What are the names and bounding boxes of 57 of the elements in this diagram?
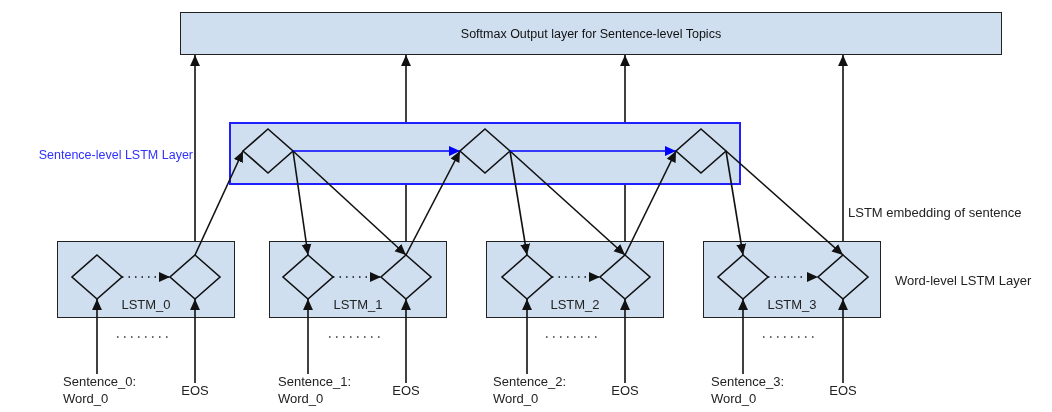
arrow <box>405 150 461 256</box>
arrow <box>190 54 200 242</box>
arrow <box>292 150 312 256</box>
arrow <box>725 150 844 256</box>
arrow <box>838 298 848 384</box>
arrow <box>522 298 532 375</box>
arrow <box>303 298 313 375</box>
lstm-cell-diamond <box>460 129 510 173</box>
lstm-cell-diamond <box>380 254 431 299</box>
lstm-label: LSTM_3 <box>766 297 818 312</box>
lstm-layer-box <box>703 241 881 318</box>
input-label: Sentence_1: Word_0 <box>278 374 370 410</box>
layer-title: Sentence-level LSTM Layer <box>38 148 193 162</box>
lstm-cell-diamond <box>717 254 768 299</box>
arrow <box>190 298 200 384</box>
dotted-arrow <box>121 272 171 282</box>
annotation-label: LSTM embedding of sentence <box>848 205 1022 220</box>
dotted-arrow <box>767 272 819 282</box>
lstm-cell-diamond <box>817 254 868 299</box>
output-layer-box <box>180 12 1002 55</box>
lstm-cell-diamond <box>501 254 552 299</box>
input-label: Sentence_3: Word_0 <box>711 374 803 410</box>
layer-title: Softmax Output layer for Sentence-level Topics <box>460 26 722 41</box>
lstm-label: LSTM_0 <box>120 297 172 312</box>
arrow <box>292 150 407 256</box>
dotted-arrow <box>551 272 601 282</box>
lstm-label: LSTM_1 <box>332 297 384 312</box>
arrow <box>509 150 626 256</box>
arrow <box>838 54 848 242</box>
arrow <box>509 146 677 156</box>
input-label: Sentence_2: Word_0 <box>493 374 585 410</box>
input-label: EOS <box>600 383 650 403</box>
arrow <box>509 150 531 256</box>
lstm-cell-diamond <box>282 254 333 299</box>
arrow <box>624 150 677 256</box>
arrow <box>620 298 630 384</box>
lstm-layer-box <box>269 241 447 318</box>
arrow <box>401 298 411 384</box>
arrow <box>725 150 747 256</box>
input-label: EOS <box>381 383 431 403</box>
arrow <box>738 298 748 375</box>
lstm-cell-diamond <box>71 254 122 299</box>
lstm-cell-diamond <box>243 129 293 173</box>
arrow <box>194 150 244 256</box>
input-label: Sentence_0: Word_0 <box>63 374 155 410</box>
lstm-layer-box <box>57 241 235 318</box>
input-label: EOS <box>818 383 868 403</box>
lstm-layer-box <box>486 241 664 318</box>
lstm-label: LSTM_2 <box>549 297 601 312</box>
arrow <box>292 146 461 156</box>
lstm-cell-diamond <box>599 254 650 299</box>
arrow <box>92 298 102 375</box>
dotted-arrow <box>332 272 382 282</box>
input-label: EOS <box>170 383 220 403</box>
lstm-cell-diamond <box>169 254 220 299</box>
annotation-label: Word-level LSTM Layer <box>895 273 1032 288</box>
lstm-cell-diamond <box>676 129 726 173</box>
